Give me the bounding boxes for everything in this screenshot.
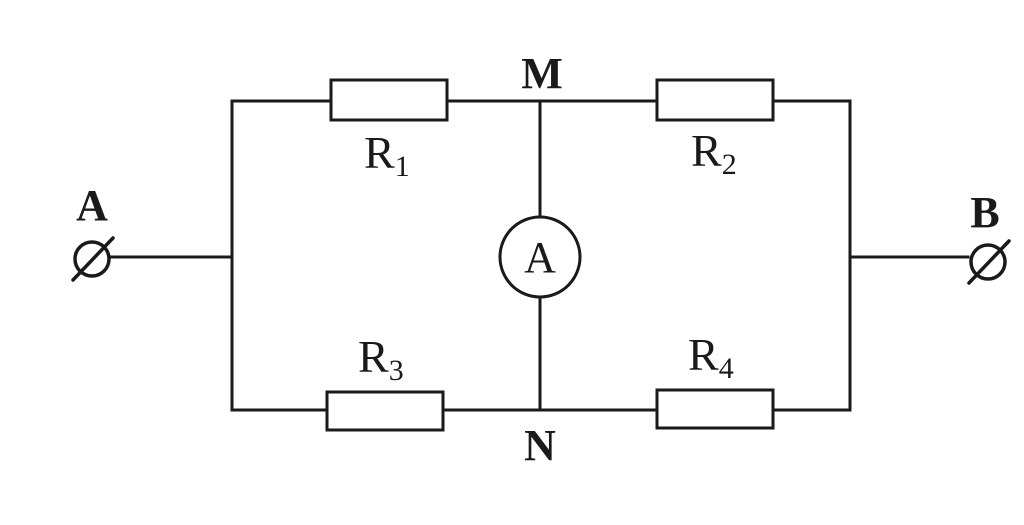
resistor-label-r1: R1 [364,127,410,183]
terminal-b-icon [967,239,1011,285]
resistor-r4 [655,388,775,430]
resistor-label-r4-letter: R [688,329,719,380]
resistor-label-r1-letter: R [364,127,395,178]
resistor-r3 [325,390,445,432]
resistor-label-r4-index: 4 [719,352,734,385]
resistor-label-r2: R2 [691,125,737,181]
node-label-b: B [970,188,999,237]
node-label-n: N [524,421,556,470]
resistor-label-r1-index: 1 [395,150,410,183]
resistor-label-r2-index: 2 [722,148,737,181]
resistor-label-r3-index: 3 [389,354,404,387]
resistor-label-r3: R3 [358,331,404,387]
resistor-label-r2-letter: R [691,125,722,176]
ammeter-circle [498,215,582,299]
node-label-a: A [76,181,108,230]
resistor-label-r3-letter: R [358,331,389,382]
ammeter-label: A [524,233,556,282]
resistor-label-r4: R4 [688,329,734,385]
resistor-r2 [655,78,775,122]
node-label-m: M [521,49,563,98]
ammeter: A [498,215,582,299]
terminal-a-icon [71,236,115,282]
resistor-r1 [329,78,449,122]
